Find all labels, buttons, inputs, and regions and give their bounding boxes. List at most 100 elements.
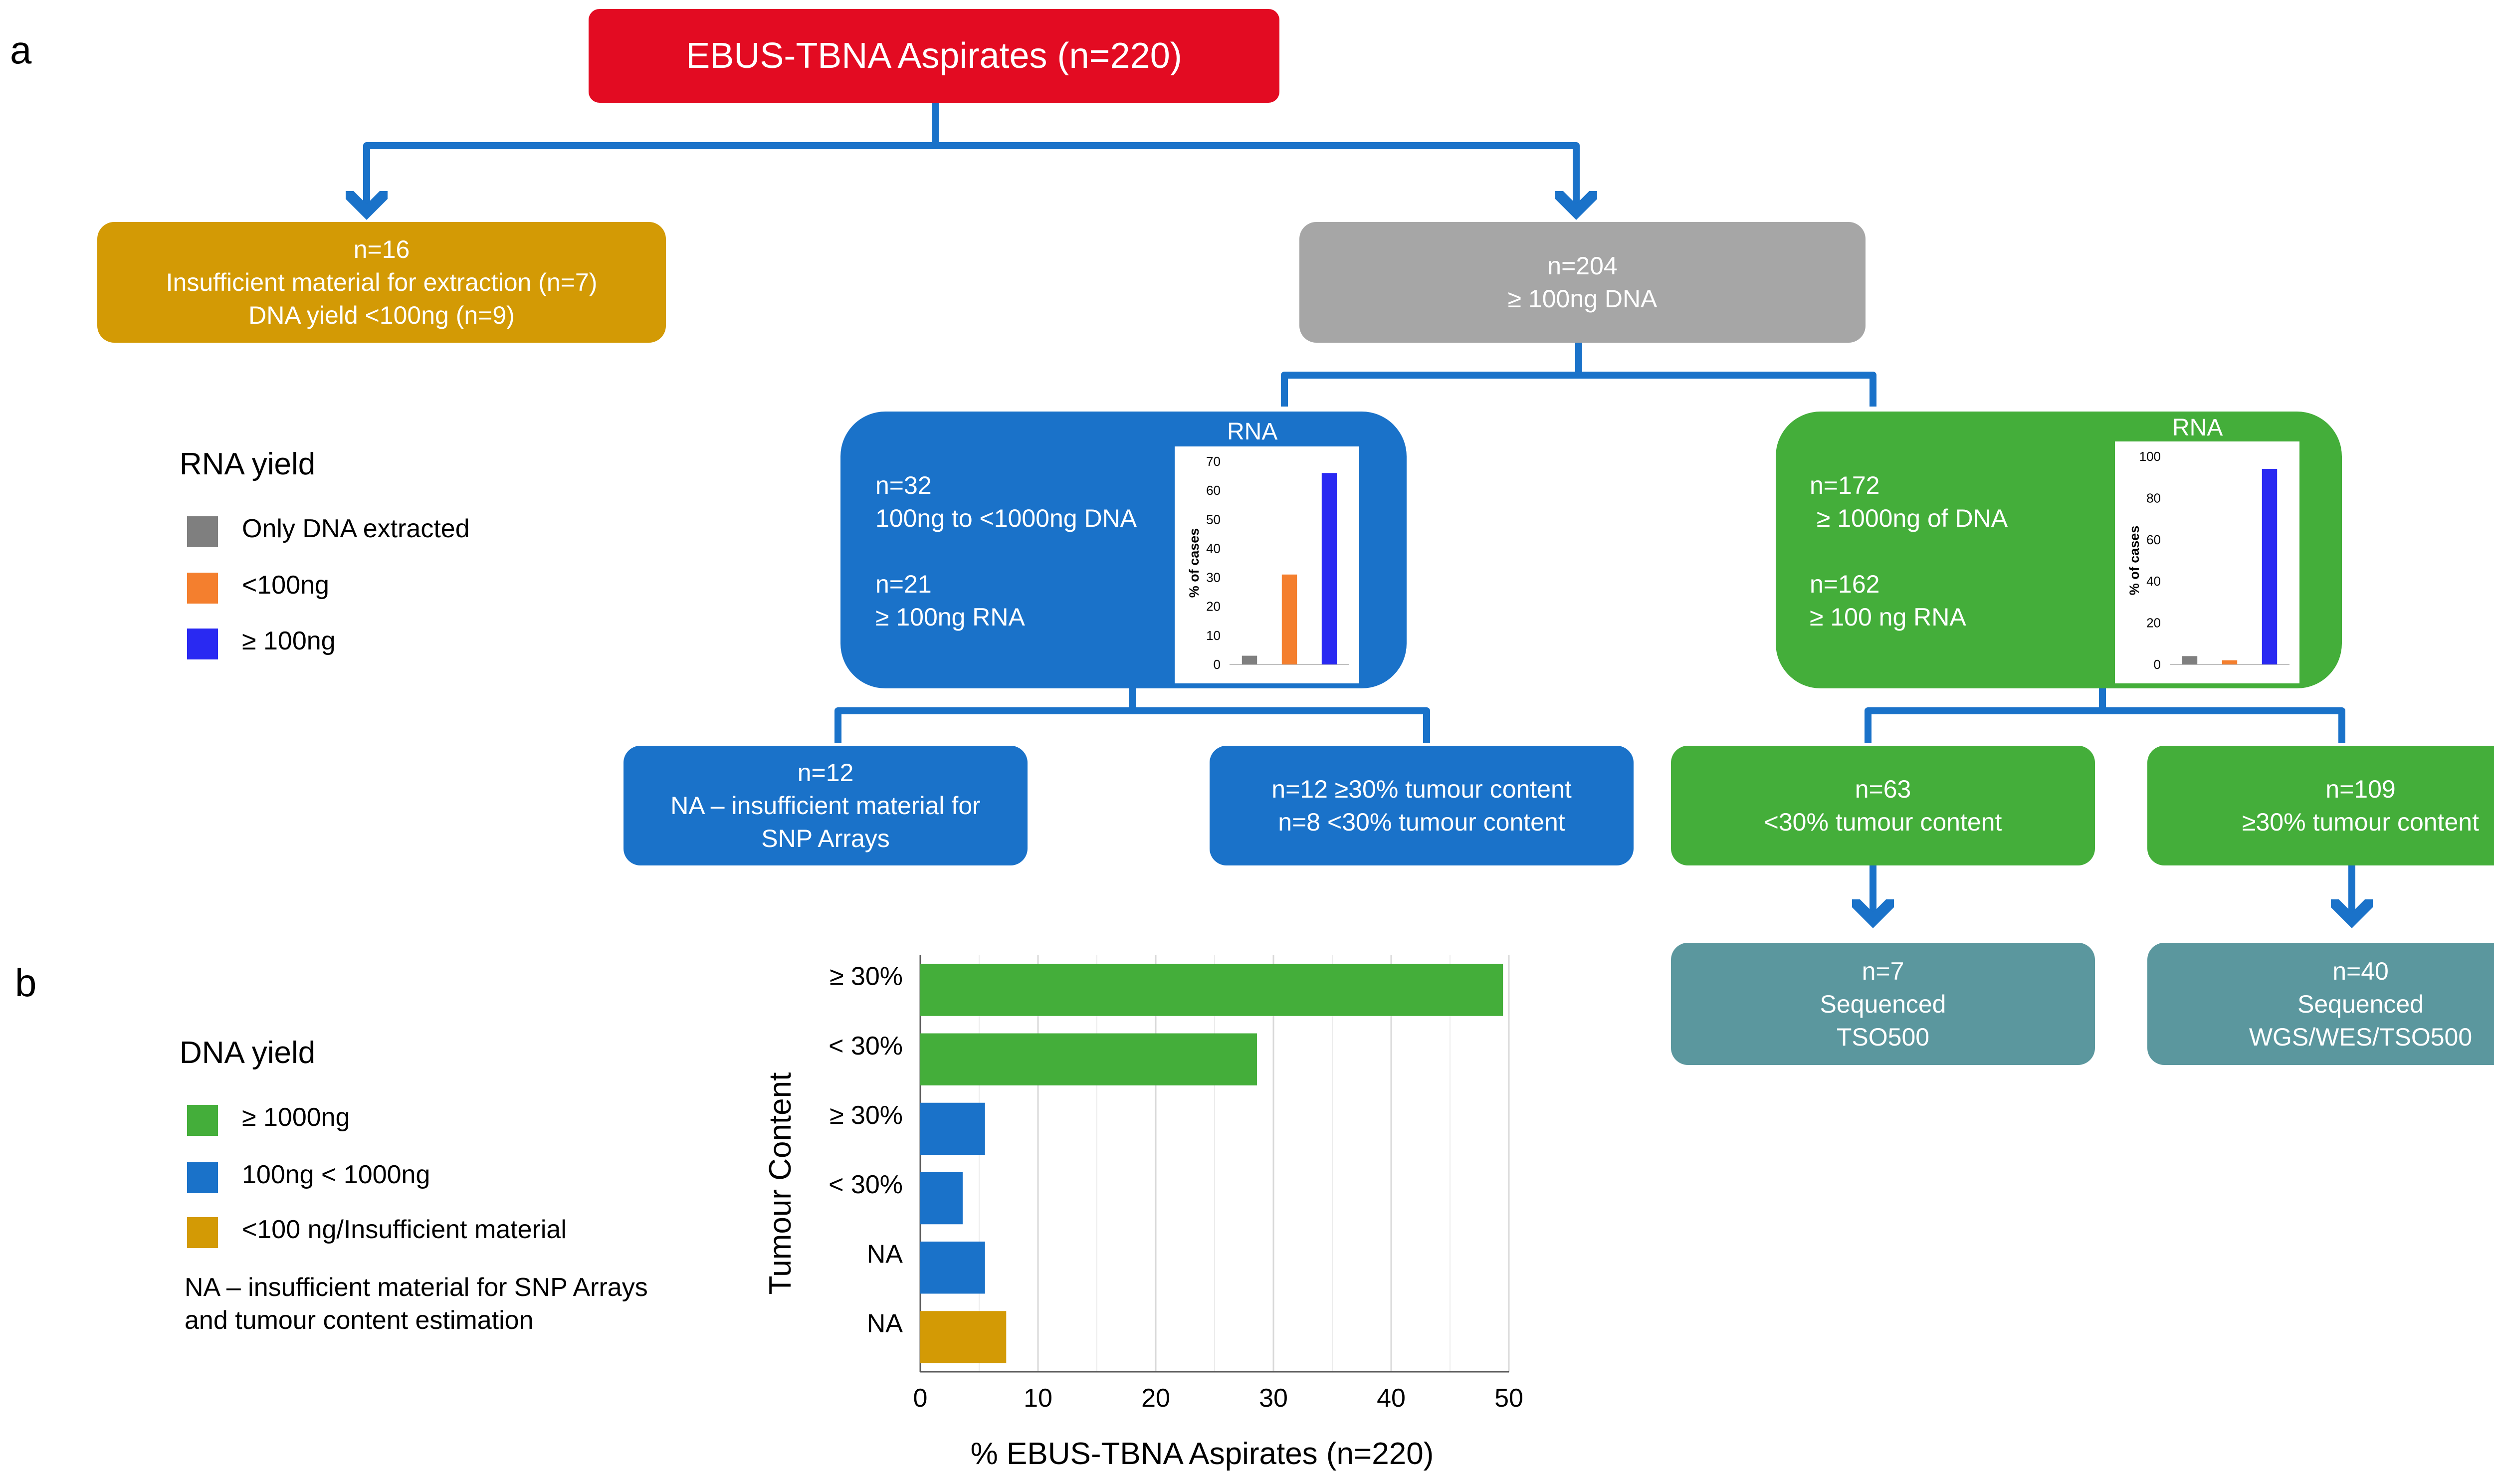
na-line-3: SNP Arrays — [761, 825, 890, 852]
b-bar-2 — [920, 1102, 985, 1155]
blue-rna-ytick-4: 40 — [1206, 541, 1221, 556]
green-rna-ytick-2: 40 — [2146, 574, 2161, 589]
blue-rna-bar-1 — [1281, 574, 1297, 664]
legend-swatch-ge1000 — [187, 1105, 218, 1136]
legend-label-100-1000: 100ng < 1000ng — [242, 1160, 430, 1189]
legend-swatch-lt100-insufficient — [187, 1217, 218, 1248]
green-group-line-4: n=162 — [1810, 570, 1880, 598]
legend-label-lt100-insufficient: <100 ng/Insufficient material — [242, 1215, 567, 1244]
b-xtick-4: 40 — [1377, 1384, 1406, 1413]
na-line-1: n=12 — [797, 759, 854, 787]
root-box: EBUS-TBNA Aspirates (n=220) — [589, 9, 1279, 103]
ge30-line-2: ≥30% tumour content — [2242, 808, 2479, 836]
tumour-blue-line-2: n=8 <30% tumour content — [1278, 808, 1565, 836]
dna-legend-note-line-1: NA – insufficient material for SNP Array… — [185, 1273, 648, 1302]
b-bar-5 — [920, 1311, 1007, 1363]
green-rna-ytick-4: 80 — [2146, 490, 2161, 505]
sequenced-wgs-box: n=40 Sequenced WGS/WES/TSO500 — [2147, 943, 2494, 1065]
green-rna-ytick-5: 100 — [2139, 449, 2161, 464]
blue-rna-ytick-7: 70 — [1206, 454, 1221, 469]
insufficient-box: n=16 Insufficient material for extractio… — [97, 222, 666, 343]
ge30-line-1: n=109 — [2325, 775, 2396, 803]
b-xtick-0: 0 — [913, 1384, 928, 1413]
green-rna-bar-1 — [2222, 660, 2238, 664]
na-line-2: NA – insufficient material for — [670, 792, 981, 820]
legend-swatch-lt100 — [187, 573, 218, 604]
seq-wgs-line-2: Sequenced — [2297, 990, 2424, 1018]
blue-rna-ylabel: % of cases — [1187, 528, 1202, 598]
blue-group-line-4: n=21 — [875, 570, 932, 598]
blue-group-line-5: ≥ 100ng RNA — [875, 603, 1025, 631]
b-category-4: NA — [867, 1240, 903, 1269]
seq-tso-line-1: n=7 — [1862, 957, 1904, 985]
lt30-line-1: n=63 — [1855, 775, 1911, 803]
green-rna-ytick-3: 60 — [2146, 532, 2161, 547]
dna-ok-line-1: n=204 — [1547, 252, 1618, 280]
blue-rna-bar-0 — [1242, 655, 1257, 664]
lt30-green-box: n=63 <30% tumour content — [1671, 746, 2095, 865]
seq-wgs-line-1: n=40 — [2332, 957, 2389, 985]
dna-legend-title: DNA yield — [180, 1036, 316, 1070]
blue-rna-ytick-3: 30 — [1206, 570, 1221, 585]
blue-group-text: n=32 100ng to <1000ng DNA n=21 ≥ 100ng R… — [875, 469, 1137, 634]
dna-ok-line-2: ≥ 100ng DNA — [1507, 285, 1658, 313]
blue-rna-ytick-1: 10 — [1206, 628, 1221, 643]
lt30-line-2: <30% tumour content — [1764, 808, 2002, 836]
b-xlabel: % EBUS-TBNA Aspirates (n=220) — [971, 1437, 1434, 1471]
legend-label-ge100: ≥ 100ng — [242, 627, 336, 655]
rna-legend-title: RNA yield — [180, 447, 316, 481]
green-rna-chart: 0 20 40 60 80 100 % of cases — [2115, 441, 2299, 683]
blue-rna-bar-2 — [1321, 473, 1337, 664]
green-group-line-3 — [1810, 535, 2008, 568]
legend-swatch-ge100 — [187, 629, 218, 659]
b-xtick-1: 10 — [1024, 1384, 1052, 1413]
b-xtick-5: 50 — [1494, 1384, 1523, 1413]
legend-swatch-100-1000 — [187, 1162, 218, 1193]
b-ylabel: Tumour Content — [763, 1072, 798, 1295]
sequenced-tso-box: n=7 Sequenced TSO500 — [1671, 943, 2095, 1065]
insufficient-line-2: Insufficient material for extraction (n=… — [166, 268, 598, 296]
legend-label-only-dna: Only DNA extracted — [242, 514, 470, 543]
b-bar-3 — [920, 1172, 963, 1225]
legend-label-ge1000: ≥ 1000ng — [242, 1103, 350, 1132]
root-label: EBUS-TBNA Aspirates (n=220) — [686, 36, 1182, 76]
b-bar-0 — [920, 964, 1503, 1016]
b-category-1: < 30% — [829, 1032, 903, 1060]
na-box: n=12 NA – insufficient material for SNP … — [624, 746, 1028, 865]
b-category-0: ≥ 30% — [830, 962, 903, 991]
green-rna-ylabel: % of cases — [2127, 526, 2142, 596]
blue-rna-ytick-6: 60 — [1206, 483, 1221, 498]
b-xtick-3: 30 — [1259, 1384, 1288, 1413]
legend-swatch-only-dna — [187, 516, 218, 547]
b-category-5: NA — [867, 1309, 903, 1338]
blue-group-line-2: 100ng to <1000ng DNA — [875, 504, 1137, 532]
panel-label-b: b — [15, 961, 37, 1005]
seq-tso-line-3: TSO500 — [1836, 1023, 1930, 1051]
dna-legend-note-line-2: and tumour content estimation — [185, 1306, 534, 1335]
seq-wgs-line-3: WGS/WES/TSO500 — [2249, 1023, 2473, 1051]
legend-label-lt100: <100ng — [242, 571, 329, 600]
panel-label-a: a — [10, 28, 32, 72]
blue-rna-ytick-0: 0 — [1214, 657, 1221, 672]
b-bar-4 — [920, 1242, 985, 1294]
green-group-line-5: ≥ 100 ng RNA — [1810, 603, 1966, 631]
green-group-line-2: ≥ 1000ng of DNA — [1810, 504, 2008, 532]
blue-inset-title: RNA — [1227, 419, 1278, 445]
ge30-green-box: n=109 ≥30% tumour content — [2147, 746, 2494, 865]
insufficient-line-3: DNA yield <100ng (n=9) — [248, 301, 515, 329]
green-rna-bar-0 — [2182, 656, 2198, 664]
seq-tso-line-2: Sequenced — [1820, 990, 1946, 1018]
green-rna-ytick-0: 0 — [2154, 657, 2161, 672]
dna-ok-box: n=204 ≥ 100ng DNA — [1299, 222, 1866, 343]
dna-legend-note: NA – insufficient material for SNP Array… — [185, 1271, 648, 1337]
green-rna-ytick-1: 20 — [2146, 616, 2161, 631]
blue-rna-ytick-5: 50 — [1206, 512, 1221, 527]
b-category-2: ≥ 30% — [830, 1101, 903, 1130]
blue-group-line-1: n=32 — [875, 471, 932, 499]
blue-group-line-3 — [875, 535, 1137, 568]
green-inset-title: RNA — [2172, 415, 2223, 441]
b-category-3: < 30% — [829, 1170, 903, 1199]
